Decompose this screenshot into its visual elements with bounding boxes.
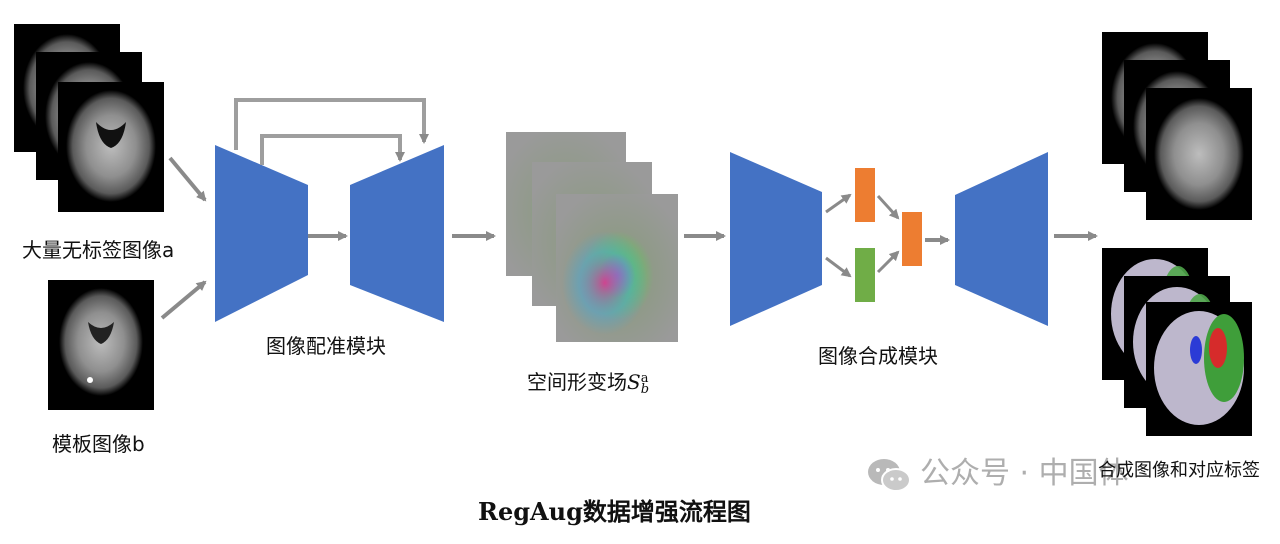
input-arrow-a	[168, 156, 207, 202]
deformation-symbol: S	[627, 370, 641, 394]
branch-arrow-down	[825, 256, 852, 278]
watermark: 公众号 · 中国体	[866, 448, 1129, 494]
unlabeled-images-label: 大量无标签图像a	[22, 238, 175, 262]
orange-block-2	[902, 212, 922, 266]
template-image	[48, 280, 154, 410]
registration-encoder	[215, 145, 308, 322]
branch-arrow-up	[825, 193, 852, 214]
synthesized-image-stack	[1102, 32, 1252, 220]
deformation-field-stack	[506, 132, 678, 342]
watermark-text: 公众号 · 中国体	[920, 456, 1129, 491]
output-mri-slice	[1146, 88, 1252, 220]
unlabeled-image-stack	[14, 24, 164, 212]
flow-slice	[556, 194, 678, 342]
registration-decoder	[350, 145, 444, 322]
synthesis-decoder	[955, 152, 1048, 326]
template-image-label: 模板图像b	[52, 432, 145, 456]
wechat-icon	[868, 458, 911, 492]
orange-block-1	[855, 168, 875, 222]
registration-module	[215, 98, 444, 322]
green-block	[855, 248, 875, 302]
label-slice	[1146, 302, 1252, 436]
deformation-sup: a	[640, 370, 649, 386]
skip-connection-inner	[260, 134, 405, 165]
mri-slice	[58, 82, 164, 212]
figure-caption: RegAug数据增强流程图	[478, 497, 751, 526]
synthesis-encoder	[730, 152, 822, 326]
skip-connection-outer	[234, 98, 429, 150]
registration-module-label: 图像配准模块	[266, 334, 386, 358]
merge-arrow-top	[876, 194, 900, 220]
label-map-stack	[1102, 248, 1252, 436]
merge-arrow-bottom	[876, 250, 900, 274]
deformation-sub: b	[640, 381, 650, 397]
output-label: 合成图像和对应标签	[1098, 460, 1260, 481]
input-arrow-b	[160, 280, 207, 320]
synthesis-module-label: 图像合成模块	[818, 344, 938, 368]
deformation-field-text: 空间形变场	[527, 370, 627, 394]
synthesis-module	[730, 152, 1048, 326]
